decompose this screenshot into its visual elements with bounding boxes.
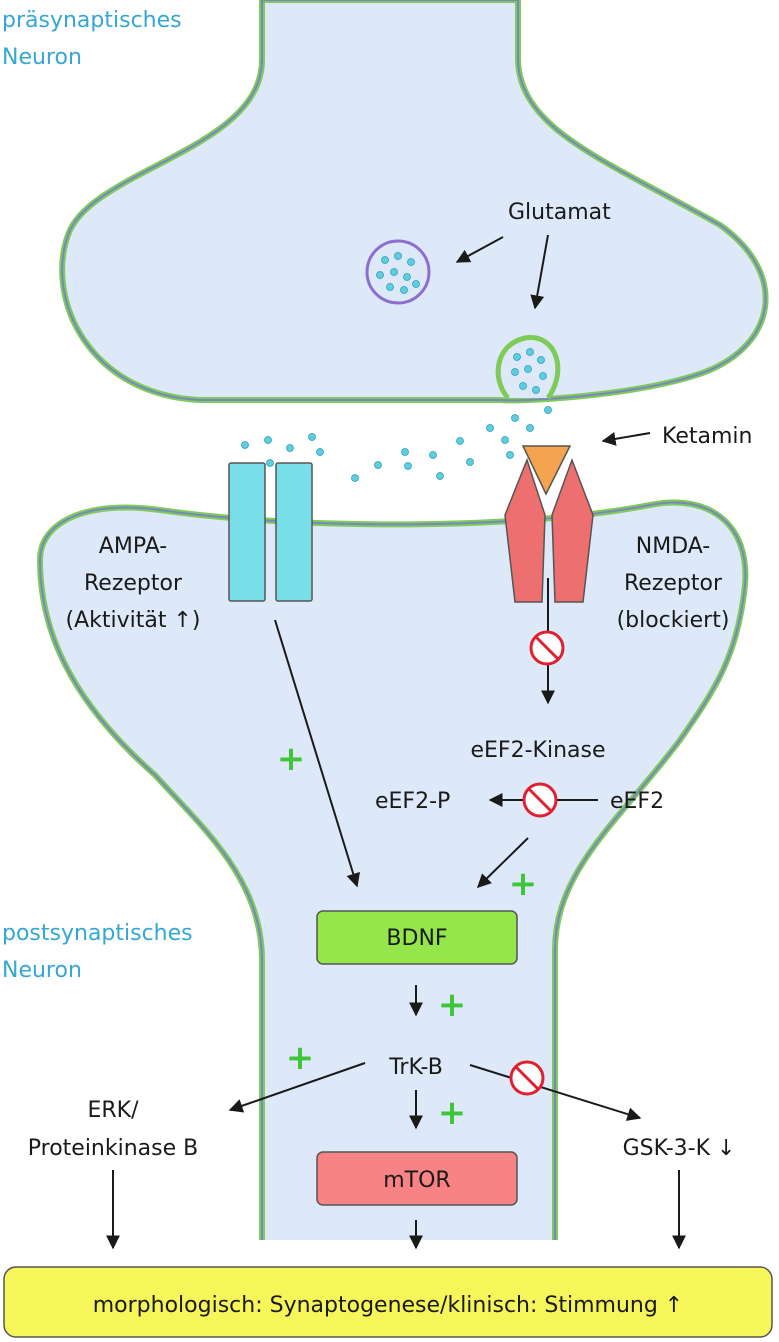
result-text: morphologisch: Synaptogenese/klinisch: S… — [93, 1293, 683, 1318]
inhibit-icon-gsk — [509, 1060, 545, 1096]
ketamin-label: Ketamin — [662, 424, 752, 449]
arrow-trkb-erk — [228, 1062, 366, 1113]
mtor-label: mTOR — [383, 1168, 450, 1193]
inhibit-icon-nmda — [529, 630, 565, 666]
trkb-label: TrK-B — [388, 1055, 443, 1080]
arrow-glutamat-release — [530, 234, 549, 310]
nmda-label-1: NMDA- — [636, 534, 711, 559]
eef2-label: eEF2 — [610, 789, 664, 814]
inhibit-icon-eef2 — [522, 782, 558, 818]
arrow-ketamin — [601, 431, 651, 446]
ampa-label-3: (Aktivität ↑) — [66, 608, 201, 633]
plus-mtor: + — [438, 1093, 467, 1133]
ampa-label-1: AMPA- — [99, 534, 167, 559]
arrow-ampa-bdnf — [274, 619, 360, 888]
mtor-box — [316, 1151, 518, 1206]
erk-label-1: ERK/ — [87, 1098, 139, 1123]
eef2-kinase-label: eEF2-Kinase — [471, 738, 606, 763]
presynaptic-label-2: Neuron — [2, 45, 82, 70]
vesicle-fusing — [495, 335, 561, 400]
bdnf-label: BDNF — [386, 926, 447, 951]
plus-ampa: + — [277, 739, 306, 779]
presynaptic-label-1: präsynaptisches — [2, 8, 182, 33]
glutamate-cleft — [241, 406, 552, 482]
plus-eef2: + — [509, 864, 538, 904]
postsynaptic-neuron — [36, 499, 749, 1240]
ampa-label-2: Rezeptor — [84, 571, 183, 596]
vesicle-free — [365, 239, 431, 305]
result-box — [3, 1266, 773, 1338]
arrow-trkb-gsk — [469, 1064, 642, 1121]
ampa-receptor — [228, 462, 313, 602]
erk-label-2: Proteinkinase B — [28, 1136, 198, 1161]
plus-erk: + — [286, 1038, 315, 1078]
nmda-label-3: (blockiert) — [617, 608, 730, 633]
bdnf-box — [316, 910, 518, 965]
ketamin-molecule — [521, 445, 572, 496]
gsk-label: GSK-3-K ↓ — [623, 1136, 736, 1161]
postsynaptic-label-1: postsynaptisches — [2, 921, 193, 946]
presynaptic-neuron — [59, 0, 769, 404]
nmda-label-2: Rezeptor — [624, 571, 723, 596]
glutamat-label: Glutamat — [508, 200, 611, 225]
plus-bdnf: + — [438, 985, 467, 1025]
postsynaptic-label-2: Neuron — [2, 958, 82, 983]
arrow-eef2-bdnf — [477, 837, 529, 888]
nmda-receptor — [504, 457, 594, 603]
eef2p-label: eEF2-P — [375, 789, 450, 814]
arrow-glutamat-vesicle — [455, 236, 504, 263]
